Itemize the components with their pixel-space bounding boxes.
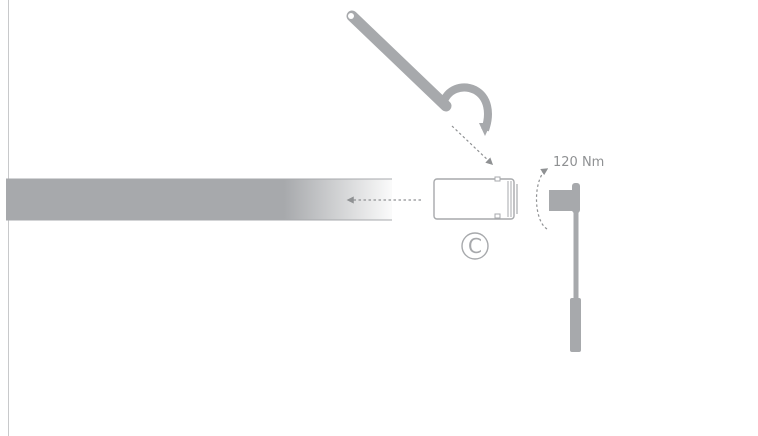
callout-marker: C (461, 232, 489, 260)
hook-spanner-wrench-icon (346, 10, 492, 136)
torque-value-label: 120 Nm (553, 155, 604, 170)
rotation-arrow-icon (536, 168, 549, 230)
callout-letter: C (468, 234, 482, 258)
tube-icon (6, 178, 392, 221)
threaded-nut-icon (433, 176, 518, 220)
torque-wrench-icon (549, 183, 581, 352)
wrench-direction-arrow (451, 125, 494, 165)
